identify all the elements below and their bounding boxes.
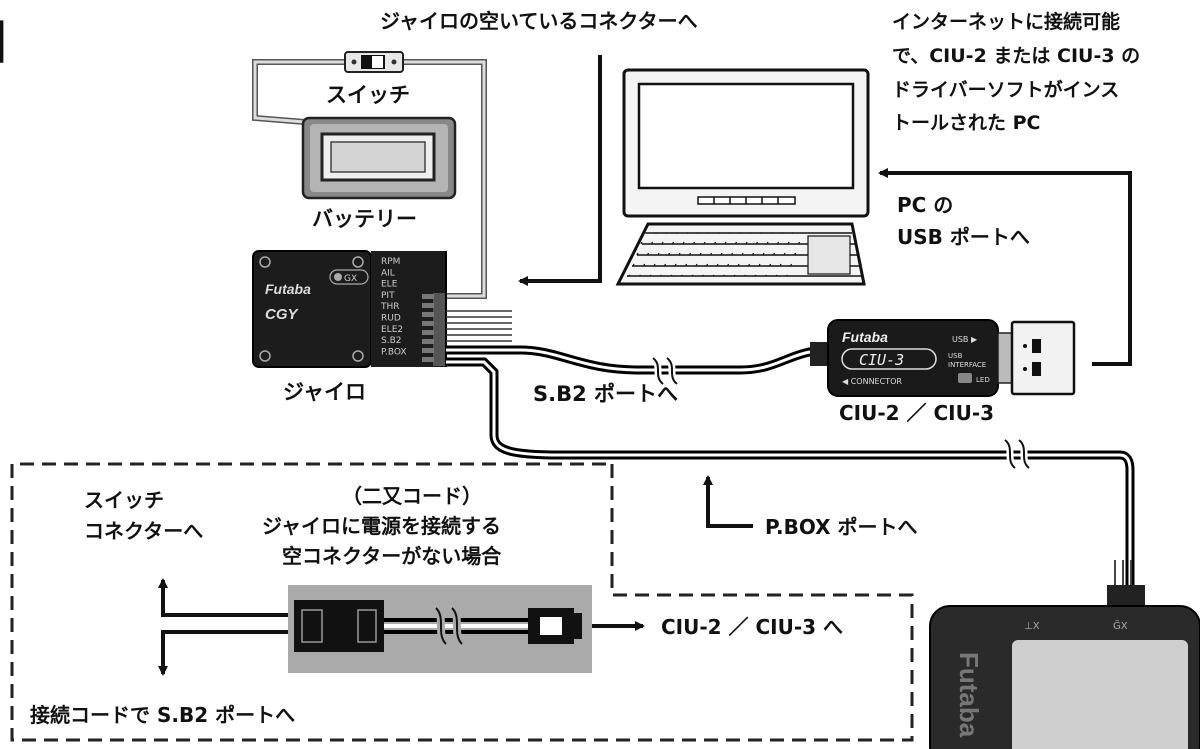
battery-icon (301, 116, 457, 200)
pbox-device: ⊥X G̃X Futaba (929, 560, 1200, 749)
gyro-port-connectors (422, 293, 445, 366)
pbox-tx: ⊥X (1024, 621, 1040, 632)
y-cord-line1: （二又コード） (342, 484, 482, 508)
monitor-icon (622, 68, 870, 218)
pc-note-line4: トールされた PC (892, 112, 1040, 134)
switch-label: スイッチ (326, 83, 410, 107)
switch-connector-arrow (158, 578, 288, 617)
gyro-port-label: THR (380, 302, 400, 312)
gyro-brand: Futaba (265, 281, 311, 297)
to-ciu-label: CIU-2 ／ CIU-3 へ (661, 615, 843, 639)
y-cord-dashed-box (10, 462, 914, 742)
corner-bracket: 】 (0, 18, 32, 69)
sb2-cable (446, 345, 831, 387)
gyro-port-label: AIL (381, 268, 395, 278)
gyro-port-label: P.BOX (381, 347, 407, 357)
pc-usb-line2: USB ポートへ (897, 225, 1030, 249)
usb-plug-icon (997, 320, 1076, 396)
screw-icon (352, 256, 364, 268)
gyro-empty-connector-label: ジャイロの空いているコネクターへ (380, 9, 698, 33)
sb2-cord-arrow (158, 630, 288, 676)
ciu-interface: Futaba USB ▶ CIU-3 USB INTERFACE ◀ CONNE… (810, 319, 999, 397)
ciu-usb-label: USB ▶ (952, 335, 978, 344)
pbox-cable (446, 357, 1135, 585)
battery-label: バッテリー (312, 207, 417, 231)
gyro-label: ジャイロ (283, 380, 366, 404)
pbox-gx: G̃X (1113, 619, 1128, 632)
switch-connector-line1: スイッチ (84, 488, 164, 512)
ciu-brand: Futaba (842, 329, 888, 345)
ciu-model: CIU-3 (859, 351, 904, 369)
screw-icon (259, 350, 271, 362)
y-cord-picture (288, 585, 592, 673)
ciu-connector-label: ◀ CONNECTOR (842, 377, 902, 386)
pc-note-line1: インターネットに接続可能 (892, 10, 1120, 33)
sb2-port-label: S.B2 ポートへ (533, 382, 678, 406)
switch-connector-line2: コネクターへ (84, 519, 203, 543)
y-cord-line3: 空コネクターがない場合 (282, 544, 502, 568)
pbox-brand: Futaba (954, 652, 984, 738)
pbox-port-arrow (703, 475, 753, 528)
ciu-led-label: LED (976, 376, 990, 384)
switch-icon (344, 51, 404, 73)
gyro-model: CGY (265, 306, 300, 323)
gyro-port-label: S.B2 (381, 336, 401, 346)
screw-icon (352, 350, 364, 362)
pc-note-line3: ドライバーソフトがインス (892, 78, 1119, 101)
ciu-model-label: CIU-2 ／ CIU-3 (839, 401, 994, 425)
gyro-empty-connector-arrow (518, 55, 602, 286)
keyboard-icon (615, 222, 866, 286)
switch-harness (252, 59, 487, 299)
pbox-port-label: P.BOX ポートへ (765, 515, 918, 539)
gyro-output-leads (446, 310, 512, 342)
gyro-port-label: ELE2 (381, 325, 403, 335)
pc-usb-arrow (878, 168, 1132, 366)
y-cord-line2: ジャイロに電源を接続する (262, 514, 501, 538)
gyro-port-label: RPM (381, 257, 400, 267)
ciu-interface-line2: INTERFACE (948, 361, 986, 369)
via-cord-sb2-label: 接続コードで S.B2 ポートへ (30, 703, 295, 727)
gyro-badge: GX (344, 274, 357, 284)
pc-note-line2: で、CIU-2 または CIU-3 の (892, 45, 1140, 67)
screw-icon (259, 256, 271, 268)
pc-usb-line1: PC の (897, 193, 953, 217)
gyro-port-label: ELE (381, 280, 398, 290)
gyro-port-label: PIT (381, 291, 395, 301)
gyro-port-label: RUD (381, 314, 401, 324)
led-icon (958, 373, 972, 383)
ciu-interface-line1: USB (948, 352, 963, 360)
